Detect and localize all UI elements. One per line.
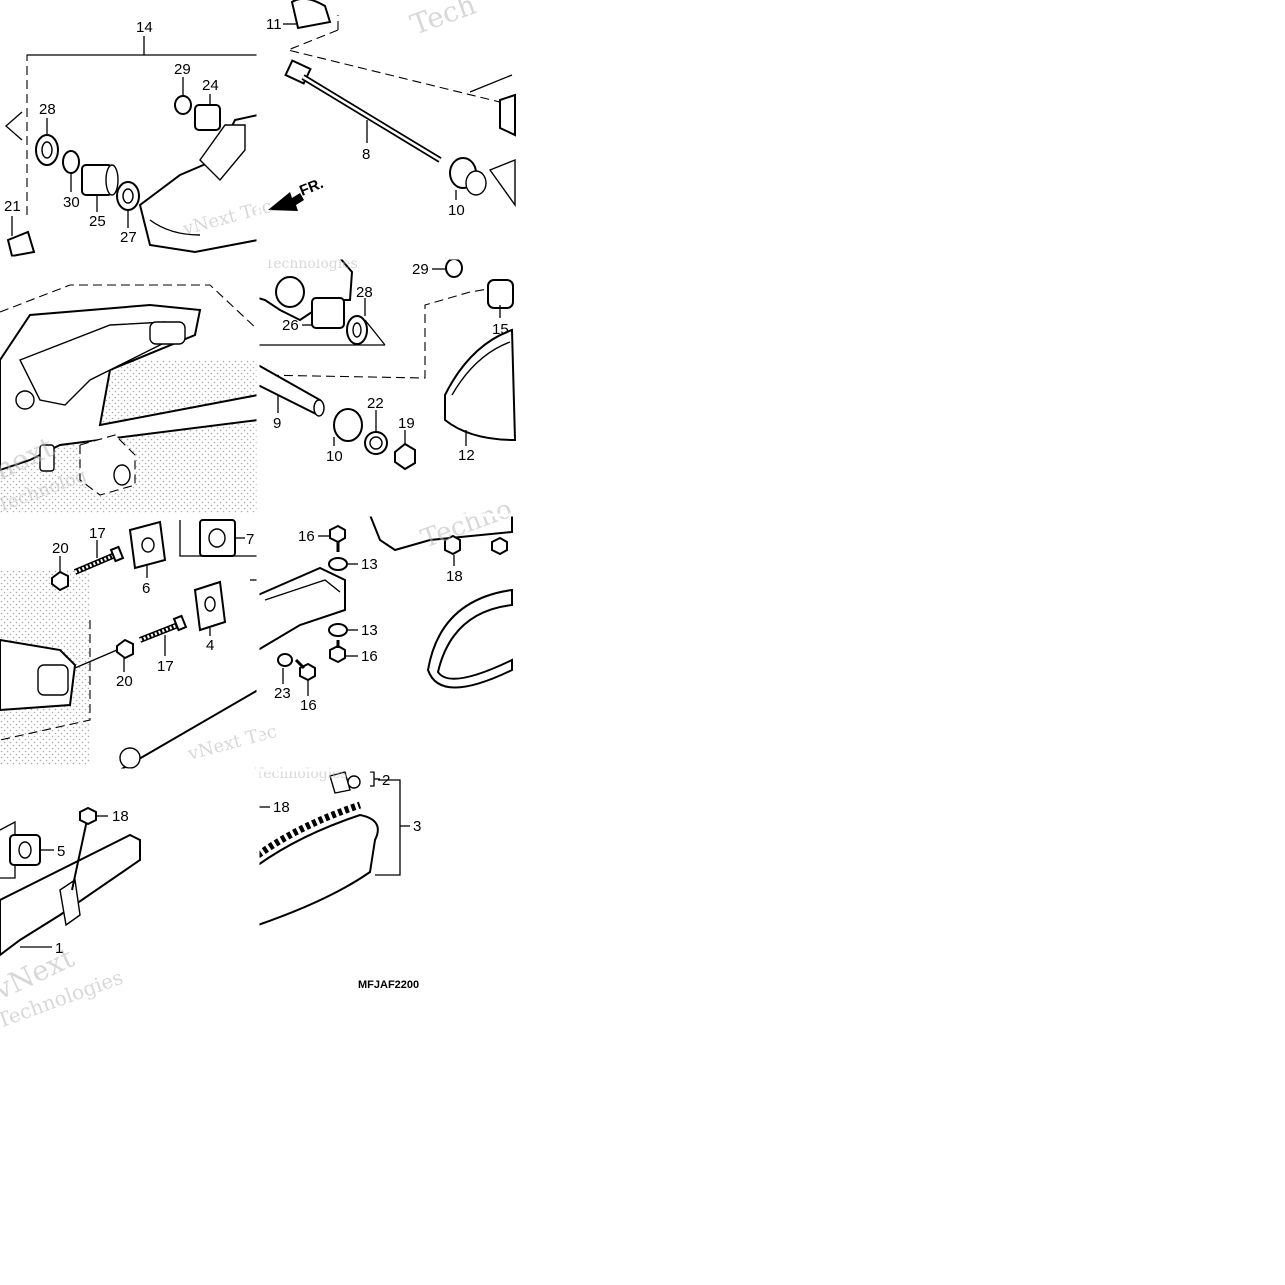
callout-17-lower: 17 — [157, 658, 174, 675]
part-2-master-link — [329, 771, 351, 794]
callout-18-chain: 18 — [273, 799, 290, 816]
callout-29-right: 29 — [412, 261, 429, 278]
callout-30: 30 — [63, 194, 80, 211]
callout-16: 16 — [298, 528, 315, 545]
callout-29: 29 — [174, 61, 191, 78]
callout-23: 23 — [274, 685, 291, 702]
watermark-text: Technologies — [265, 256, 358, 272]
chain-loop-right — [426, 588, 513, 689]
callout-3: 3 — [413, 818, 421, 835]
callout-28-right: 28 — [356, 284, 373, 301]
tile-chain-slider-mounts — [257, 514, 513, 696]
part-13-collar — [328, 557, 348, 571]
part-23-collar — [277, 653, 293, 667]
tile-chain-adjusters — [0, 519, 259, 771]
callout-10: 10 — [448, 202, 465, 219]
callout-5: 5 — [57, 843, 65, 860]
callout-16-lower: 16 — [300, 697, 317, 714]
part-29-seal — [174, 95, 192, 115]
part-3-drive-chain — [257, 813, 379, 926]
callout-20: 20 — [52, 540, 69, 557]
part-12-chain-slider — [444, 328, 517, 442]
callout-11: 11 — [266, 16, 282, 33]
front-direction-label: FR. — [297, 175, 326, 200]
callout-21: 21 — [4, 198, 21, 215]
callout-18-case: 18 — [112, 808, 129, 825]
tile-drive-chain — [255, 771, 410, 926]
callout-13: 13 — [361, 556, 378, 573]
part-16-bolt-middle — [329, 640, 346, 664]
callout-22: 22 — [367, 395, 384, 412]
part-9-tube — [257, 363, 322, 417]
callout-4: 4 — [206, 637, 214, 654]
tile-swingarm-overview — [0, 284, 259, 515]
tile-pivot-bolt — [268, 0, 516, 211]
callout-26: 26 — [282, 317, 299, 334]
callout-7: 7 — [246, 531, 254, 548]
watermark-text: Tech — [406, 0, 480, 42]
tile-seams — [0, 0, 515, 1028]
callout-14: 14 — [136, 19, 153, 36]
part-26-bearing — [311, 297, 345, 329]
diagram-code: MFJAF2200 — [358, 979, 419, 991]
callout-24: 24 — [202, 77, 219, 94]
callout-19: 19 — [398, 415, 415, 432]
callout-20-lower: 20 — [116, 673, 133, 690]
watermark-text: Technologies — [255, 766, 348, 782]
callout-13-lower: 13 — [361, 622, 378, 639]
part-10-collar-right — [333, 408, 363, 442]
part-15-collar — [487, 279, 514, 309]
part-19-nut — [394, 442, 416, 471]
part-29-seal-right — [445, 258, 463, 278]
callout-16-middle: 16 — [361, 648, 378, 665]
tile-swingarm-pivot-left — [5, 36, 259, 258]
part-16-bolt-lower — [294, 658, 316, 682]
part-16-bolt — [329, 524, 346, 552]
callout-labels: 14 29 24 28 30 25 27 21 11 8 10 FR. 29 2… — [4, 16, 509, 991]
callout-15: 15 — [492, 321, 509, 338]
callout-10-right: 10 — [326, 448, 343, 465]
callout-2: 2 — [382, 772, 390, 789]
callout-12: 12 — [458, 447, 475, 464]
part-18-bolt — [444, 534, 461, 556]
part-30-ring — [62, 150, 80, 174]
callout-1: 1 — [55, 940, 63, 957]
front-arrow-icon — [268, 192, 304, 211]
part-18-bolt-case — [79, 806, 97, 826]
callout-8: 8 — [362, 146, 370, 163]
part-20-nut-lower — [116, 638, 134, 660]
callout-17: 17 — [89, 525, 106, 542]
part-24-bearing — [194, 104, 221, 131]
callout-28: 28 — [39, 101, 56, 118]
callout-9: 9 — [273, 415, 281, 432]
callout-6: 6 — [142, 580, 150, 597]
callout-18: 18 — [446, 568, 463, 585]
part-13-collar-lower — [328, 623, 348, 637]
callout-25: 25 — [89, 213, 106, 230]
tile-pivot-right — [257, 257, 517, 471]
part-21-nut — [6, 230, 36, 258]
tile-chain-case — [0, 806, 141, 957]
callout-27: 27 — [120, 229, 137, 246]
